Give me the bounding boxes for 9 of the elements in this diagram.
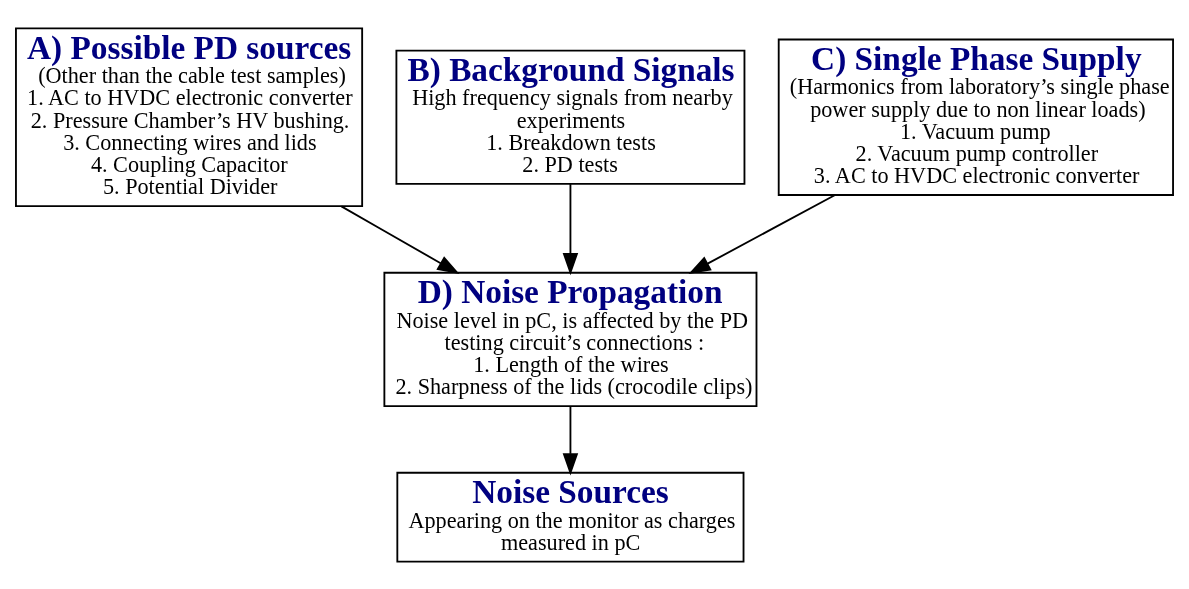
node-box: D) Noise Propagation Noise level in pC, is affected by the PD testing circuit’s connections : 1. Length of the wires 2. Sharpness of the lids (crocodile clips): [383, 271, 758, 407]
node-box: Noise Sources Appearing on the monitor as charges measured in pC: [396, 471, 745, 562]
node-box: B) Background Signals High frequency signals from nearby experiments 1. Breakdown tests 2. PD tests: [395, 49, 746, 185]
arrow: [688, 193, 836, 274]
node-box: A) Possible PD sources (Other than the cable test samples) 1. AC to HVDC electronic converter 2. Pressure Chamber’s HV bushing. 3. Connecting wires and lids 4. Coupling Capacitor 5. Potential Divider: [15, 27, 364, 207]
node-box: C) Single Phase Supply (Harmonics from laboratory’s single phase power supply due to non linear loads) 1. Vacuum pump 2. Vacuum pump controller 3. AC to HVDC electronic converter: [777, 38, 1174, 196]
arrow: [562, 404, 579, 475]
arrow: [562, 182, 579, 275]
arrow: [340, 205, 460, 274]
